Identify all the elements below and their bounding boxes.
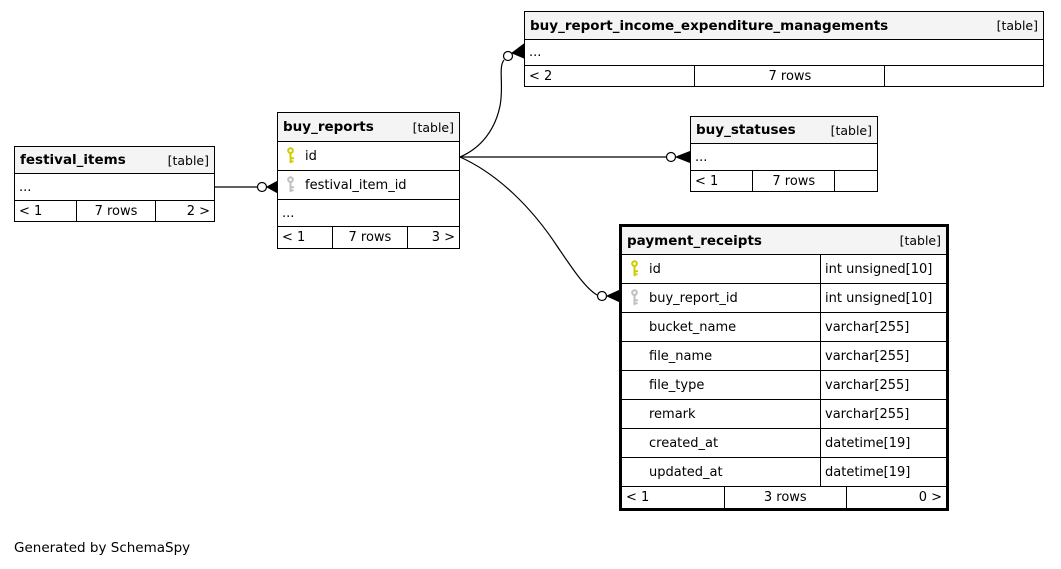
entity-title: festival_items — [20, 152, 126, 168]
entity-column-row: file_name varchar[255] — [622, 341, 946, 370]
row-count: 7 rows — [752, 171, 834, 191]
entity-header[interactable]: festival_items [table] — [15, 147, 214, 173]
hidden-columns-row: ... — [525, 39, 1043, 65]
column-type: datetime[19] — [820, 458, 946, 486]
hidden-columns-row: ... — [15, 173, 214, 200]
children-count: 0 > — [845, 487, 946, 508]
children-count: 3 > — [406, 227, 459, 248]
column-name: id — [305, 148, 317, 164]
crowfoot-arrow-icon — [511, 43, 525, 59]
column-name: id — [649, 261, 661, 277]
entity-title: payment_receipts — [627, 232, 762, 249]
entity-header[interactable]: payment_receipts [table] — [622, 227, 946, 254]
entity-buy-statuses: buy_statuses [table]... < 1 7 rows — [690, 116, 878, 192]
column-name: remark — [649, 406, 696, 422]
entity-buy-report-income-expenditure-managements: buy_report_income_expenditure_management… — [524, 11, 1044, 87]
children-count — [834, 171, 877, 191]
entity-payment-receipts: payment_receipts [table] id int unsigned[10… — [619, 224, 949, 511]
hidden-columns-row: ... — [691, 143, 877, 170]
entity-header[interactable]: buy_reports [table] — [278, 113, 459, 141]
column-name: ... — [19, 179, 32, 195]
column-name: ... — [282, 205, 295, 221]
column-type: int unsigned[10] — [820, 284, 946, 312]
parents-count: < 2 — [529, 68, 553, 84]
column-type: datetime[19] — [820, 429, 946, 457]
cardinality-circle-icon — [502, 50, 514, 62]
edge-festival-items-to-buy-reports — [215, 180, 278, 194]
column-name: created_at — [649, 435, 719, 451]
entity-column-row: bucket_name varchar[255] — [622, 312, 946, 341]
relationship-line — [459, 156, 598, 296]
children-count: 2 > — [155, 201, 214, 221]
relationship-line — [459, 59, 505, 158]
entity-column-row: created_at datetime[19] — [622, 428, 946, 457]
cardinality-circle-icon — [665, 151, 677, 163]
entity-footer: < 1 7 rows — [691, 170, 877, 191]
entity-column-row: file_type varchar[255] — [622, 370, 946, 399]
entity-type-tag: [table] — [830, 122, 872, 138]
entity-column-row: buy_report_id int unsigned[10] — [622, 283, 946, 312]
column-name: file_type — [649, 377, 705, 393]
row-count: 7 rows — [332, 227, 406, 248]
row-count: 3 rows — [724, 487, 846, 508]
column-name: ... — [695, 149, 708, 165]
entity-footer: < 2 7 rows — [525, 65, 1043, 86]
entity-type-tag: [table] — [167, 152, 209, 168]
entity-buy-reports: buy_reports [table] id festival_item_id... <… — [277, 112, 460, 249]
entity-column-row: remark varchar[255] — [622, 399, 946, 428]
column-type: varchar[255] — [820, 313, 946, 341]
entity-header[interactable]: buy_statuses [table] — [691, 117, 877, 143]
column-type: varchar[255] — [820, 400, 946, 428]
crowfoot-arrow-icon — [265, 180, 278, 194]
edge-buy-reports-to-income-expenditure-managements — [459, 43, 525, 158]
column-name: festival_item_id — [305, 177, 407, 193]
column-name: bucket_name — [649, 319, 737, 335]
entity-column-row: id — [278, 141, 459, 170]
edge-buy-reports-to-buy-statuses — [460, 150, 691, 164]
foreign-key-icon — [286, 176, 295, 194]
column-name: buy_report_id — [649, 290, 738, 306]
children-count — [884, 66, 1043, 86]
column-type: varchar[255] — [820, 371, 946, 399]
primary-key-icon — [286, 147, 295, 165]
entity-type-tag: [table] — [996, 18, 1038, 33]
cardinality-circle-icon — [596, 290, 608, 302]
generated-by-note: Generated by SchemaSpy — [14, 540, 191, 556]
row-count: 7 rows — [694, 66, 884, 86]
parents-count: < 1 — [19, 203, 43, 219]
entity-column-row: id int unsigned[10] — [622, 254, 946, 283]
entity-column-row: festival_item_id — [278, 170, 459, 199]
entity-title: buy_statuses — [696, 122, 796, 138]
parents-count: < 1 — [695, 173, 719, 189]
edge-buy-reports-to-payment-receipts — [459, 156, 620, 303]
row-count: 7 rows — [75, 201, 156, 221]
entity-column-row: updated_at datetime[19] — [622, 457, 946, 486]
hidden-columns-row: ... — [278, 199, 459, 226]
entity-type-tag: [table] — [899, 233, 941, 248]
entity-header[interactable]: buy_report_income_expenditure_management… — [525, 12, 1043, 39]
parents-count: < 1 — [282, 230, 306, 245]
parents-count: < 1 — [626, 490, 650, 505]
column-name: ... — [529, 45, 542, 60]
column-name: file_name — [649, 348, 713, 364]
foreign-key-icon — [630, 289, 639, 307]
column-type: int unsigned[10] — [820, 255, 946, 283]
entity-type-tag: [table] — [412, 119, 454, 135]
column-type: varchar[255] — [820, 342, 946, 370]
crowfoot-arrow-icon — [605, 289, 620, 303]
primary-key-icon — [630, 260, 639, 278]
crowfoot-arrow-icon — [674, 150, 691, 164]
cardinality-circle-icon — [256, 181, 268, 193]
entity-title: buy_report_income_expenditure_management… — [530, 17, 889, 34]
entity-title: buy_reports — [283, 119, 374, 135]
column-name: updated_at — [649, 464, 723, 480]
